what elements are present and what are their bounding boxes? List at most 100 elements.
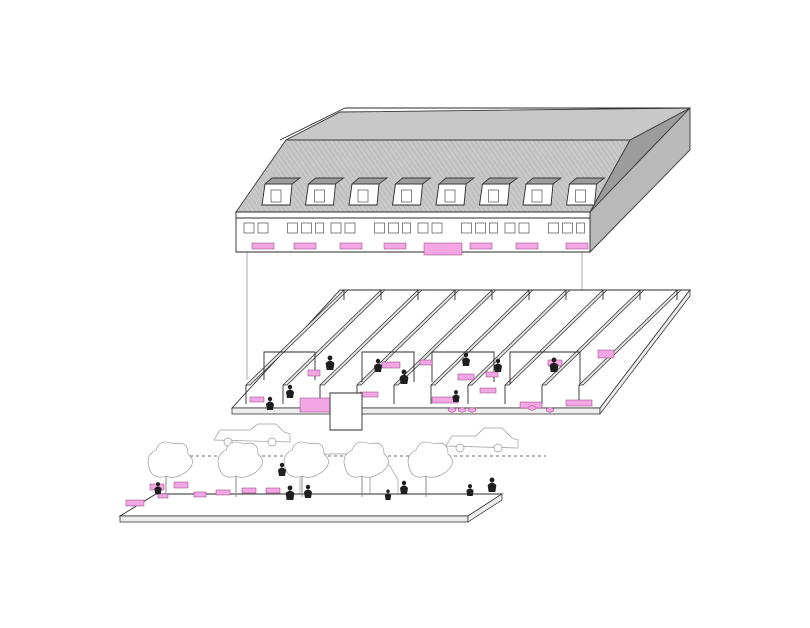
furniture-item [457,373,475,381]
bay-wall [430,289,539,404]
facade-window [243,222,255,234]
street-layer [118,423,546,523]
facade-window [374,222,385,234]
person-figure [266,396,274,410]
dormer-window [531,189,543,203]
dormer [391,177,432,206]
person-figure [487,477,497,492]
furniture-item [307,369,321,377]
dormer [565,177,606,206]
floor-slab-edge [231,407,601,415]
facade-window [562,222,573,234]
street-tree [217,441,263,497]
sidewalk-slab-edge [119,515,469,523]
bay-wall [245,289,354,404]
facade-window [330,222,342,234]
facade-window-group [243,222,585,234]
dormer-group [261,177,606,206]
unit-frame [263,351,316,380]
facade-window [417,222,429,234]
facade-window [461,222,472,234]
person-figure [549,357,559,372]
dormer-window [444,189,456,203]
facade-window [576,222,585,234]
facade-window [548,222,559,234]
tree-group [147,441,453,497]
unit-frame [361,351,415,382]
roof-back-slope [285,107,691,141]
dormer-window [401,189,412,203]
roof-ridge-left [279,107,346,141]
facade-window [388,222,399,234]
roof-facade [235,211,591,253]
round-table [545,407,555,413]
facade-window [489,222,498,234]
dormer [304,177,345,206]
person-figure [304,484,312,498]
dormer-window [314,189,325,203]
bay-wall [282,289,391,404]
furniture-item [249,396,265,403]
bay-wall-group [245,289,687,404]
facade-window [518,222,530,234]
person-figure [286,384,294,398]
dormer-window [270,189,282,203]
street-tree [407,441,453,497]
round-table [467,407,477,413]
person-figure [154,482,162,494]
street-tree [283,441,329,497]
dormer [478,177,519,206]
shopfront-panel [339,242,363,250]
furniture-item [597,349,615,359]
floor-layer [230,288,691,431]
street-table [125,499,145,507]
street-tree [147,441,193,497]
dormer-window [357,189,369,203]
facade-window [402,222,411,234]
bay-wall [319,289,428,404]
street-table [241,487,257,494]
shopfront-panel [293,242,317,250]
round-table [447,407,457,413]
person-figure [325,355,335,370]
shopfront-panel [423,242,463,256]
car-left [213,423,291,447]
round-table [527,405,537,411]
unit-frame [431,351,495,382]
floor-slab-side [599,288,691,416]
furniture-item [479,387,497,394]
floor-people-group [266,352,559,410]
street-table [265,487,281,494]
shopfront-panel [515,242,539,250]
facade-shopfront-group [251,242,589,256]
round-table [457,407,467,413]
dormer [435,177,476,206]
facade-window [475,222,486,234]
dormer [261,177,302,206]
person-figure [374,358,382,372]
shopfront-panel [565,242,589,250]
person-figure [494,358,502,372]
dormer [348,177,389,206]
street-table [215,489,231,496]
person-figure [384,489,392,500]
person-figure [400,480,408,494]
person-figure [452,390,460,402]
dormer-window [575,189,586,203]
person-figure [278,462,286,476]
facade-window [431,222,443,234]
street-people-group [154,462,497,500]
facade-window [301,222,312,234]
facade-window [504,222,516,234]
facade-window [287,222,298,234]
bay-wall [504,289,613,404]
facade-window [315,222,324,234]
person-figure [399,369,409,384]
dormer [522,177,563,206]
furniture-item [381,361,401,369]
person-figure [285,485,295,500]
street-tree [343,441,389,497]
bay-wall [541,289,650,404]
